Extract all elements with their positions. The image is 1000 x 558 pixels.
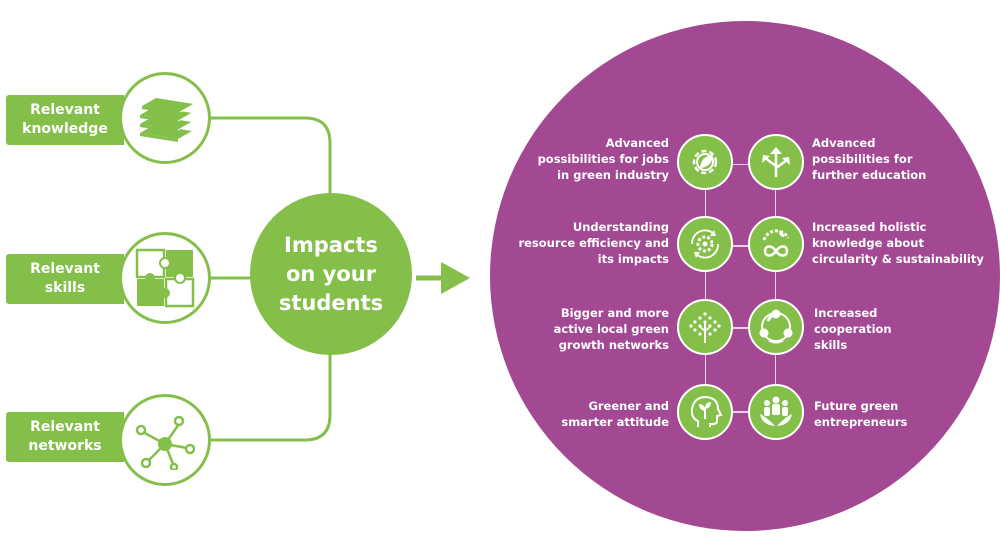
impact-icon-circle [748,299,804,355]
impact-text-line: further education [812,168,927,182]
impact-text-networks: Bigger and more active local green growt… [554,305,669,353]
impact-icon-circle [748,134,804,190]
impact-icon-circle [748,384,804,440]
puzzle-icon [135,248,195,308]
circle-people-icon [759,309,793,344]
impact-text-line: possibilities for [812,152,913,166]
impact-icon-circle [677,134,733,190]
impact-icon-circle [748,216,804,272]
impact-spine-lines [705,164,776,414]
impact-text-line: entrepreneurs [814,415,908,429]
impact-text-line: cooperation [814,322,892,336]
impact-text-line: in green industry [557,168,669,182]
books-icon [140,98,195,142]
input-label-line: Relevant [30,261,100,277]
hub-text-line: on your [285,261,377,286]
impact-text-line: skills [814,338,848,352]
dots-tree-icon [689,312,721,343]
arrow-right-icon [416,262,470,294]
impact-text-line: circularity & sustainability [812,252,984,266]
impact-icon-circle [677,384,733,440]
impact-text-line: Increased holistic [812,220,927,234]
impact-text-line: Greener and [588,399,669,413]
impact-text-circularity: Increased holistic knowledge about circu… [812,219,984,267]
infinity-globe-icon [762,229,790,257]
input-icon-circle-skills [119,232,211,324]
impact-text-line: Understanding [572,220,669,234]
impact-text-line: its impacts [597,252,669,266]
input-label-line: Relevant [30,102,100,118]
impact-text-line: Advanced [605,136,669,150]
impact-icon-circle [677,299,733,355]
input-icon-circle-networks [119,394,211,486]
input-label-knowledge: Relevant knowledge [6,95,124,145]
impact-text-attitude: Greener and smarter attitude [561,398,669,430]
split-arrows-icon [762,147,790,177]
impact-text-line: Advanced [812,136,876,150]
input-icon-circle-knowledge [119,72,211,164]
impact-text-line: smarter attitude [561,415,669,429]
input-label-line: networks [28,438,102,454]
impact-text-cooperation: Increased cooperation skills [814,305,892,353]
gear-cycle-icon [691,229,719,259]
impacts-circle [490,21,1000,531]
input-label-line: Relevant [30,419,100,435]
head-sprout-icon [690,395,723,427]
impact-text-line: active local green [553,322,669,336]
impact-text-line: Increased [814,306,878,320]
impact-text-line: Bigger and more [560,306,669,320]
impact-text-line: resource efficiency and [518,236,669,250]
people-leaves-icon [760,396,792,426]
impact-icon-circle [677,216,733,272]
input-label-line: knowledge [22,121,108,137]
input-label-line: skills [44,280,86,296]
input-label-networks: Relevant networks [6,412,124,462]
gear-leaf-icon [692,149,718,175]
input-label-skills: Relevant skills [6,254,124,304]
impact-text-line: growth networks [558,338,669,352]
impact-text-resource-efficiency: Understanding resource efficiency and it… [518,219,669,267]
impact-text-jobs: Advanced possibilities for jobs in green… [538,135,669,183]
impact-text-entrepreneurs: Future green entrepreneurs [814,398,907,430]
impact-text-line: possibilities for jobs [537,152,669,166]
impact-text-line: Future green [814,399,899,413]
impact-text-line: knowledge about [812,236,924,250]
hub-text-line: students [278,290,384,315]
network-icon [135,415,195,470]
hub-circle: Impacts on your students [250,193,412,355]
hub-text-line: Impacts [284,232,378,257]
impact-text-education: Advanced possibilities for further educa… [812,135,926,183]
